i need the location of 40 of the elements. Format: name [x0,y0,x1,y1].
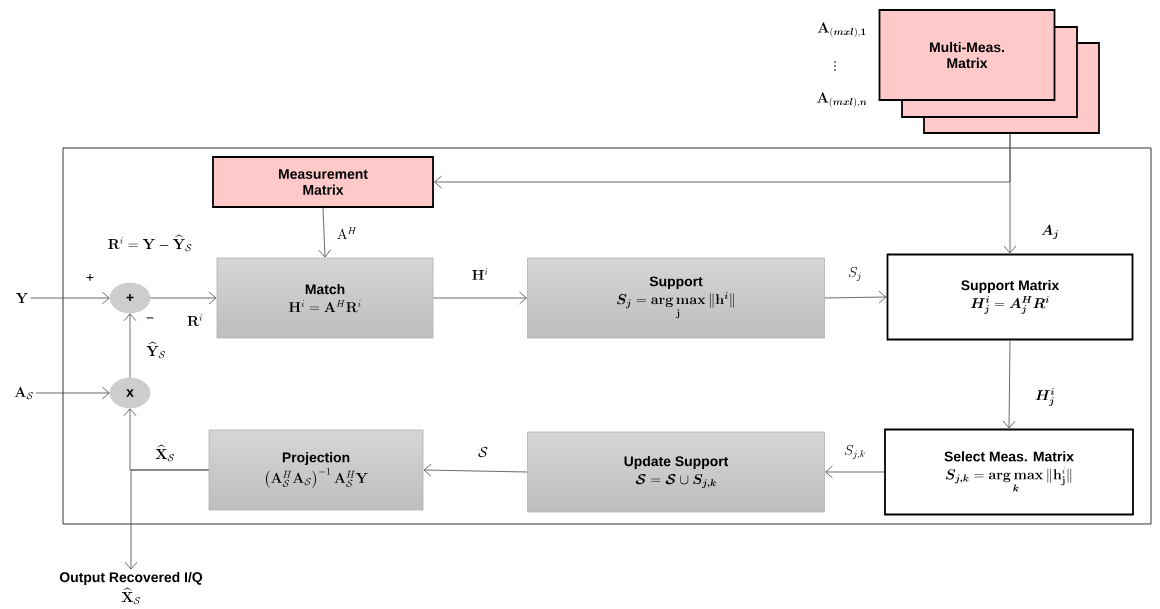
arrow [824,290,887,304]
edge-label: $\widehat{\mathbf{Y}}_{\mathcal{S}}$ [146,341,165,359]
edge-label: $\bm{A_j}$ [1041,224,1058,240]
arrow [149,291,217,305]
edge-label: $S_j$ [848,266,861,282]
edge-label: $\mathrm{A}^{H}$ [337,227,357,239]
matrix-stack: Multi-Meas. Matrix [878,9,1100,134]
frame-box [62,147,1152,525]
output-label: Output Recovered I/Q $\widehat{\mathbf{X}}_{\mathcal{S}}$ [59,571,203,605]
process-box: Match $\mathbf{H}^{i} = \mathbf{A}^{H}\mathbf{R}^{i}$ [216,257,434,339]
process-box: Projection $\left(\mathbf{A}_{\mathcal{S}}^{H}\mathbf{A}_{\mathcal{S}}\right)^{-1}\mathbf{A}_{\mathcal{S}}^{H}\mathbf{Y}$ [208,429,424,511]
arrow [30,291,110,305]
process-box: Support Matrix $\bm{H_j^i} = \bm{A_j^H R^i}$ [886,253,1134,341]
beside-label: $\mathbf{A}_{(\bm{mxl}),\mathbf{1}}$ [817,22,866,38]
sign-label: − [146,317,154,319]
arrow [1002,340,1016,429]
process-box: Support $\bm{S_j} = \mathop{\mathbf{arg\,max}}\limits_{\mathbf{j}} \|\mathbf{h}^{\bm{i}}\|$ [527,257,825,339]
arrow [35,386,110,400]
edge-label: $\widehat{\mathbf{X}}_{\mathcal{S}}$ [155,444,174,462]
edge-label: $\mathbf{H}^{i}$ [472,268,488,280]
input-label: $\mathbf{A}_{\mathcal{S}}$ [14,386,33,400]
process-box: Select Meas. Matrix $\bm{S_{j,k}} = \mathop{\mathbf{arg\,max}}\limits_{\bm{k}} \|\mathbf{h}_{\mathbf{j}}^{i}\|$ [884,428,1134,516]
edge-label: $\mathcal{S}$ [478,446,488,458]
arrow [433,291,527,305]
edge-label: $\bm{H_j^i}$ [1035,387,1054,407]
beside-label: $\mathbf{A}_{(\bm{mxl}),\bm{n}}$ [817,92,867,108]
arrow [1003,133,1017,254]
input-label: $\mathbf{Y}$ [15,293,28,303]
process-box: Update Support $\bm{\mathcal{S}} = \bm{\mathcal{S}} \cup \bm{S_{j,k}}$ [527,431,825,513]
arrow [318,207,332,258]
formula-label: $\mathbf{R}^{i} = \mathbf{Y} - \widehat{\mathbf{Y}}_{\mathcal{S}}$ [108,234,192,252]
sign-label: + [86,273,94,281]
arrow [123,313,137,379]
arrow [825,465,885,479]
arrow [124,469,209,570]
arrow [423,463,528,477]
beside-label: $\vdots$ [834,61,836,71]
process-box: Measurement Matrix [212,156,434,208]
edge-label: $S_{j,k}$ [845,444,865,460]
edge-label: $\mathbf{R}^{i}$ [187,314,202,327]
